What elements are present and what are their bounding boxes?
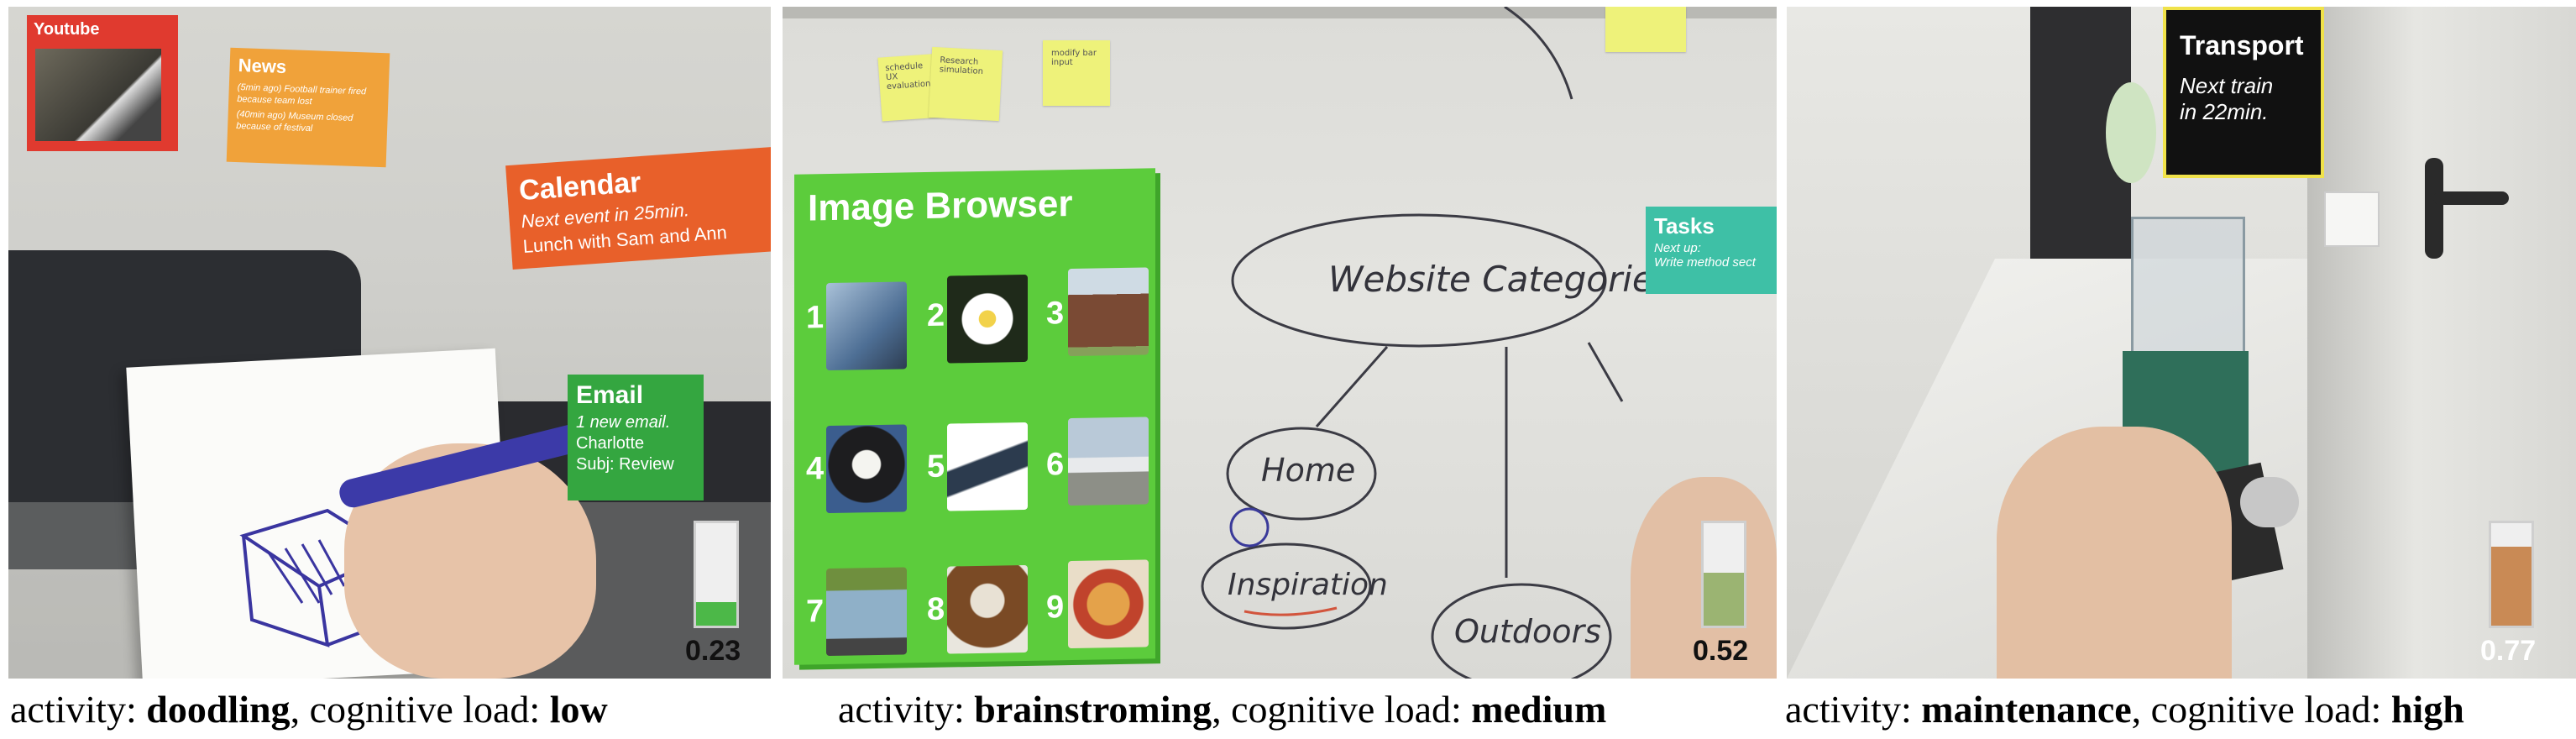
image-number-8: 8 bbox=[927, 591, 945, 627]
image-number-3: 3 bbox=[1046, 296, 1065, 332]
email-title: Email bbox=[576, 381, 644, 409]
mind-map-drawing bbox=[1201, 7, 1624, 679]
image-number-1: 1 bbox=[806, 300, 825, 336]
caption-brainstorming: activity: brainstroming, cognitive load:… bbox=[838, 687, 1606, 731]
caption-middle: , cognitive load: bbox=[2131, 688, 2391, 731]
sticky-note-3[interactable]: modify bar input bbox=[1043, 40, 1110, 106]
gauge-value: 0.77 bbox=[2480, 635, 2537, 667]
thumbnail-daisy[interactable] bbox=[947, 274, 1028, 364]
image-number-2: 2 bbox=[927, 297, 945, 333]
caption-middle: , cognitive load: bbox=[290, 688, 550, 731]
news-card[interactable]: News (5min ago) Football trainer fired b… bbox=[226, 47, 390, 168]
thumbnail-car[interactable] bbox=[826, 567, 907, 657]
gauge-value: 0.23 bbox=[685, 635, 741, 667]
caption-activity: maintenance bbox=[1921, 688, 2132, 731]
thumbnail-pizza[interactable] bbox=[1068, 559, 1149, 649]
tasks-title: Tasks bbox=[1654, 213, 1715, 238]
caption-activity: brainstroming bbox=[974, 688, 1212, 731]
cognitive-load-gauge bbox=[694, 521, 739, 628]
photo-panel-brainstorming: schedule UX evaluation Research simulati… bbox=[783, 7, 1777, 679]
image-number-5: 5 bbox=[927, 448, 945, 485]
gauge-fill bbox=[696, 601, 736, 626]
photo-panel-maintenance: Transport Next train in 22min. 0.77 bbox=[1787, 7, 2576, 679]
photo-panel-doodling: Youtube News (5min ago) Football trainer… bbox=[8, 7, 771, 679]
transport-title: Transport bbox=[2180, 30, 2304, 60]
image-number-7: 7 bbox=[806, 594, 825, 630]
thumbnail-building[interactable] bbox=[1068, 267, 1149, 357]
door-handle-lever bbox=[2433, 191, 2509, 205]
thumbnail-cat[interactable] bbox=[826, 424, 907, 514]
plant bbox=[2106, 82, 2156, 183]
image-browser-card[interactable]: Image Browser 1 2 3 4 5 6 7 8 9 bbox=[794, 168, 1155, 665]
email-card[interactable]: Email 1 new email. Charlotte Subj: Revie… bbox=[568, 375, 704, 501]
caption-load: low bbox=[549, 688, 608, 731]
door-handle bbox=[2425, 158, 2443, 259]
metal-cylinder bbox=[2240, 477, 2299, 527]
mind-map-node-outdoors: Outdoors bbox=[1454, 613, 1601, 650]
caption-prefix: activity: bbox=[1785, 688, 1922, 731]
tasks-next-item: Write method sect bbox=[1654, 255, 1756, 270]
caption-prefix: activity: bbox=[10, 688, 147, 731]
mind-map-node-inspiration: Inspiration bbox=[1228, 568, 1388, 602]
mind-map-node-home: Home bbox=[1261, 452, 1356, 489]
caption-prefix: activity: bbox=[838, 688, 975, 731]
image-number-6: 6 bbox=[1046, 447, 1065, 483]
thumbnail-airplane[interactable] bbox=[1068, 417, 1149, 506]
caption-middle: , cognitive load: bbox=[1212, 688, 1472, 731]
door bbox=[2307, 7, 2576, 679]
news-title: News bbox=[238, 55, 287, 78]
hand bbox=[1997, 427, 2232, 679]
email-count: 1 new email. bbox=[576, 413, 671, 432]
youtube-title: Youtube bbox=[34, 20, 100, 39]
thumbnail-dog[interactable] bbox=[947, 564, 1028, 654]
video-thumbnail[interactable] bbox=[35, 49, 161, 141]
transport-card[interactable]: Transport Next train in 22min. bbox=[2163, 7, 2324, 178]
transport-time: in 22min. bbox=[2180, 99, 2269, 124]
caption-load: medium bbox=[1471, 688, 1607, 731]
caption-load: high bbox=[2390, 688, 2464, 731]
image-browser-title: Image Browser bbox=[808, 182, 1073, 229]
tasks-next-label: Next up: bbox=[1654, 241, 1701, 255]
thumbnail-laptop[interactable] bbox=[826, 281, 907, 371]
gauge-fill bbox=[2491, 547, 2531, 626]
gauge-fill bbox=[1704, 572, 1744, 626]
email-sender: Charlotte bbox=[576, 434, 645, 453]
youtube-card[interactable]: Youtube bbox=[27, 15, 178, 151]
cognitive-load-gauge bbox=[2489, 521, 2534, 628]
caption-activity: doodling bbox=[146, 688, 291, 731]
caption-maintenance: activity: maintenance, cognitive load: h… bbox=[1785, 687, 2464, 731]
image-number-4: 4 bbox=[806, 451, 825, 487]
sticky-note-4[interactable] bbox=[1605, 7, 1686, 52]
news-item-1: (5min ago) Football trainer fired becaus… bbox=[237, 82, 367, 107]
news-item-2: (40min ago) Museum closed because of fes… bbox=[235, 109, 353, 134]
tasks-card[interactable]: Tasks Next up: Write method sect bbox=[1646, 207, 1777, 294]
calendar-card[interactable]: Calendar Next event in 25min. Lunch with… bbox=[505, 147, 771, 270]
caption-doodling: activity: doodling, cognitive load: low bbox=[10, 687, 608, 731]
image-number-9: 9 bbox=[1046, 590, 1065, 626]
whiteboard-frame bbox=[783, 7, 1777, 18]
email-subject: Subj: Review bbox=[576, 455, 674, 474]
cognitive-load-gauge bbox=[1701, 521, 1746, 628]
gauge-value: 0.52 bbox=[1693, 635, 1749, 667]
light-switch bbox=[2324, 191, 2380, 247]
transport-next-train: Next train bbox=[2180, 73, 2274, 98]
thumbnail-shoe[interactable] bbox=[947, 422, 1028, 511]
mind-map-center-node: Website Categories bbox=[1328, 259, 1673, 300]
